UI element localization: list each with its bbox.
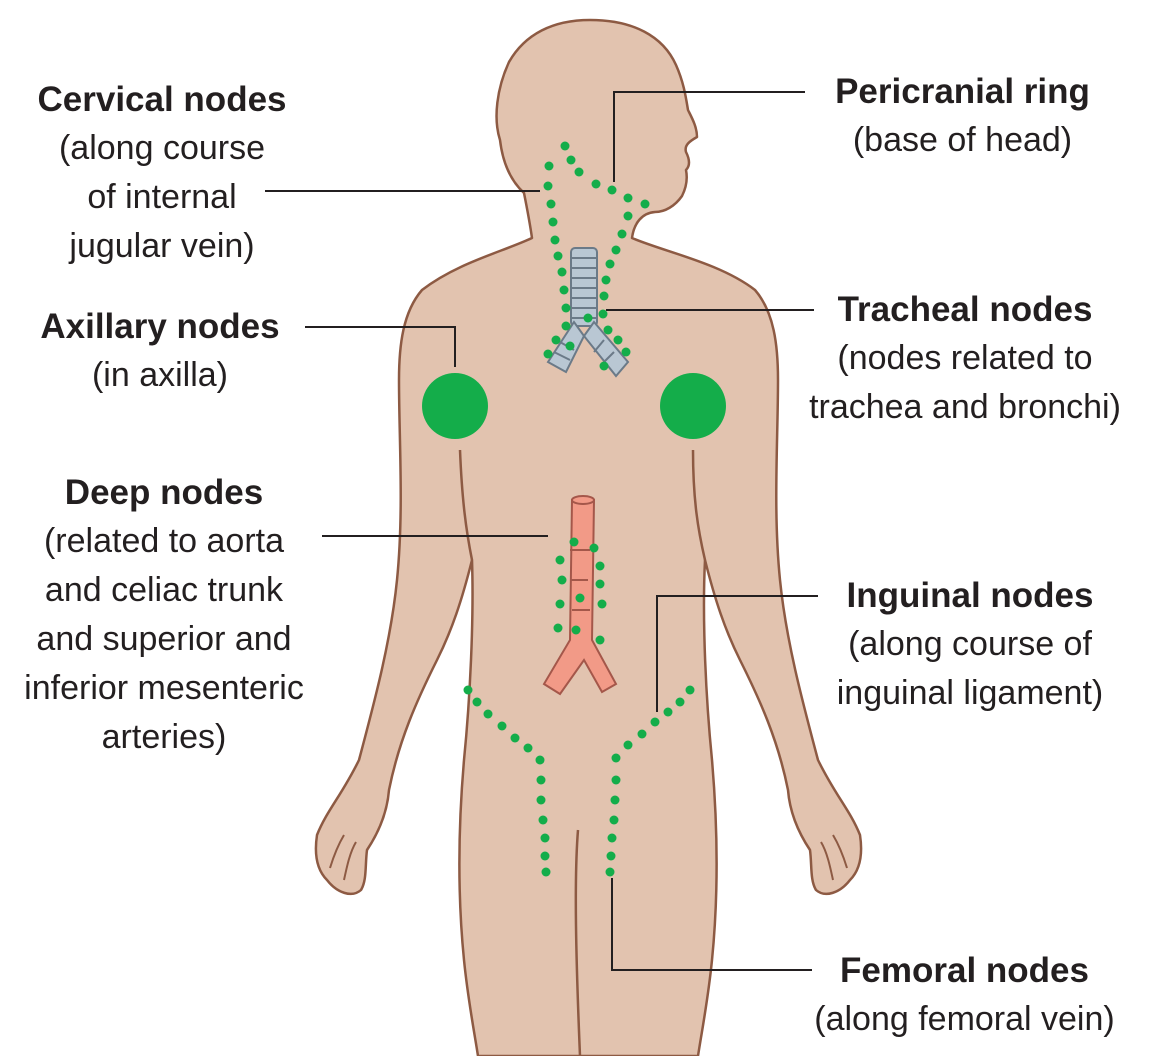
label-line: trachea and bronchi)	[809, 388, 1121, 426]
node-dots	[463, 141, 695, 877]
label-line: (in axilla)	[91, 356, 229, 394]
left-arm-inner-line	[458, 449, 474, 561]
label-title: Pericranial ring	[835, 72, 1090, 111]
label-line: inferior mesenteric	[24, 669, 304, 707]
label-axillary-nodes: Axillary nodes (in axilla)	[10, 302, 310, 400]
label-title: Tracheal nodes	[837, 290, 1093, 329]
label-line: and celiac trunk	[44, 571, 284, 609]
label-line: inguinal ligament)	[836, 674, 1104, 712]
label-line: (base of head)	[852, 121, 1073, 159]
label-title: Deep nodes	[64, 473, 264, 512]
left-hand-fingers	[329, 834, 357, 881]
label-line: (related to aorta	[43, 522, 285, 560]
leader-lines	[265, 91, 818, 971]
label-line: jugular vein)	[69, 227, 255, 265]
axillary-node-right	[660, 373, 726, 439]
label-cervical-nodes: Cervical nodes (along course of internal…	[4, 75, 320, 271]
trachea-illustration	[546, 247, 630, 378]
label-line: arteries)	[101, 718, 227, 756]
label-line: and superior and	[36, 620, 292, 658]
label-line: (along course of	[848, 625, 1092, 663]
right-hand-fingers	[820, 834, 848, 881]
label-inguinal-nodes: Inguinal nodes (along course of inguinal…	[810, 571, 1130, 718]
label-title: Inguinal nodes	[846, 576, 1094, 615]
label-pericranial-ring: Pericranial ring (base of head)	[805, 67, 1120, 165]
leader-axillary	[305, 326, 456, 367]
label-line: (along femoral vein)	[814, 1000, 1115, 1038]
label-line: of internal	[87, 178, 237, 216]
label-tracheal-nodes: Tracheal nodes (nodes related to trachea…	[780, 285, 1150, 432]
label-title: Axillary nodes	[40, 307, 280, 346]
leader-pericranial	[613, 91, 805, 182]
label-line: (nodes related to	[837, 339, 1093, 377]
leader-inguinal	[656, 595, 818, 712]
label-line: (along course	[58, 129, 265, 167]
leg-divider	[574, 829, 582, 1056]
label-title: Femoral nodes	[840, 951, 1089, 990]
right-arm-inner-line	[691, 449, 707, 561]
label-femoral-nodes: Femoral nodes (along femoral vein)	[782, 946, 1147, 1044]
leader-femoral	[611, 878, 812, 971]
axillary-node-left	[422, 373, 488, 439]
label-title: Cervical nodes	[37, 80, 287, 119]
label-deep-nodes: Deep nodes (related to aorta and celiac …	[0, 468, 328, 762]
